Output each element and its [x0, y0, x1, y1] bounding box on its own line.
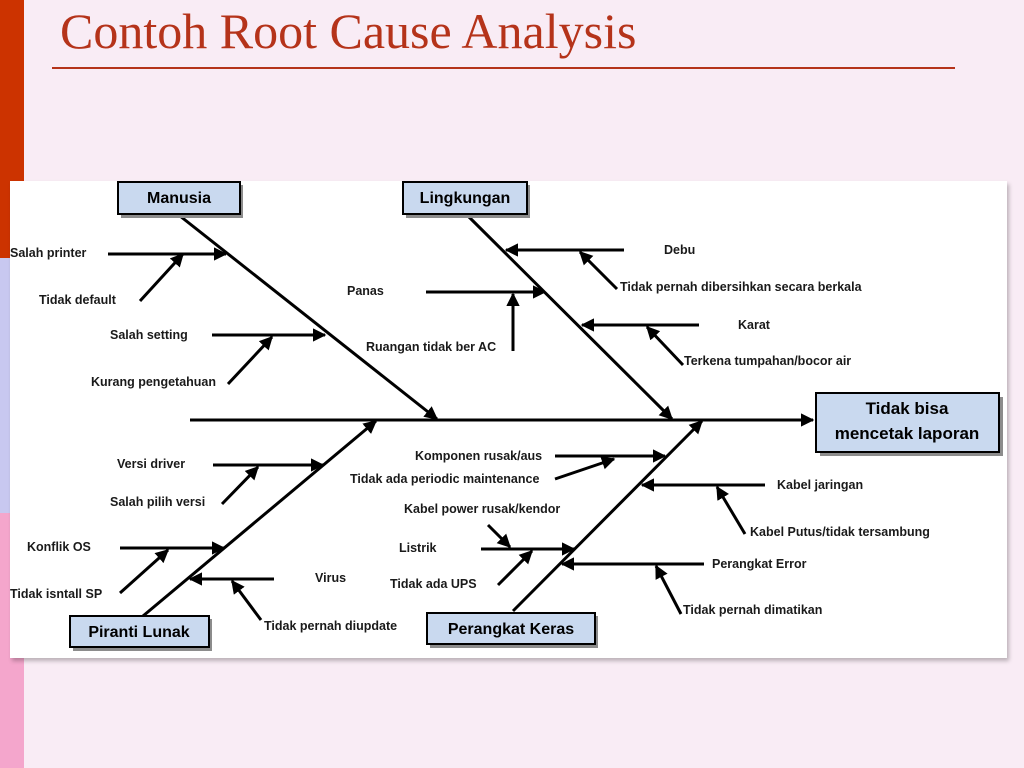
category-label-piranti-lunak: Piranti Lunak [88, 624, 189, 641]
arrow-tidak-ada-periodic [554, 456, 616, 481]
bone-manusia [179, 214, 439, 421]
cause-label-virus: Virus [315, 571, 346, 585]
fishbone-diagram: Manusia Lingkungan Piranti Lunak Perangk… [10, 181, 1003, 651]
cause-label-tidak-ada-periodic: Tidak ada periodic maintenance [350, 472, 539, 486]
category-box-piranti-lunak: Piranti Lunak [69, 615, 212, 651]
cause-label-panas: Panas [347, 284, 384, 298]
cause-label-tidak-pernah-diupdate: Tidak pernah diupdate [264, 619, 397, 633]
cause-label-tidak-pernah-dimatikan: Tidak pernah dimatikan [683, 603, 822, 617]
arrow-tidak-pernah-diupdate [230, 579, 263, 621]
cause-label-komponen-rusak: Komponen rusak/aus [415, 449, 542, 463]
cause-label-kurang-pengetahuan: Kurang pengetahuan [91, 375, 216, 389]
cause-label-kabel-power: Kabel power rusak/kendor [404, 502, 560, 516]
category-box-perangkat-keras: Perangkat Keras [426, 612, 598, 648]
cause-label-tidak-isntall-sp: Tidak isntall SP [10, 587, 102, 601]
category-label-perangkat-keras: Perangkat Keras [448, 621, 574, 638]
bone-perangkat-keras [511, 419, 704, 613]
cause-label-perangkat-error: Perangkat Error [712, 557, 807, 571]
fishbone-diagram-panel: Manusia Lingkungan Piranti Lunak Perangk… [10, 181, 1007, 658]
effect-label-line2: mencetak laporan [835, 424, 980, 443]
cause-label-terkena-tumpahan: Terkena tumpahan/bocor air [684, 354, 851, 368]
cause-label-tidak-default: Tidak default [39, 293, 117, 307]
cause-label-salah-printer: Salah printer [10, 246, 87, 260]
bone-lingkungan [466, 214, 674, 421]
cause-label-tidak-pernah-dibersihkan: Tidak pernah dibersihkan secara berkala [620, 280, 863, 294]
title-underline [52, 67, 955, 69]
cause-label-debu: Debu [664, 243, 695, 257]
category-label-manusia: Manusia [147, 190, 211, 207]
arrow-terkena-tumpahan [645, 325, 685, 367]
effect-box: Tidak bisa mencetak laporan [815, 392, 1003, 456]
category-label-lingkungan: Lingkungan [420, 190, 511, 207]
cause-label-kabel-putus: Kabel Putus/tidak tersambung [750, 525, 930, 539]
cause-label-salah-pilih-versi: Salah pilih versi [110, 495, 205, 509]
cause-label-karat: Karat [738, 318, 771, 332]
cause-label-listrik: Listrik [399, 541, 437, 555]
cause-label-ruangan-tidak-ber-ac: Ruangan tidak ber AC [366, 340, 496, 354]
category-box-lingkungan: Lingkungan [402, 181, 530, 218]
arrow-salah-pilih-versi [220, 465, 260, 506]
category-box-manusia: Manusia [117, 181, 243, 218]
arrow-kabel-power [486, 523, 512, 549]
arrow-kurang-pengetahuan [226, 335, 274, 386]
effect-label-line1: Tidak bisa [866, 399, 949, 418]
arrow-kabel-putus [715, 485, 747, 535]
arrow-tidak-ada-ups [496, 549, 534, 587]
arrow-tidak-isntall-sp [118, 548, 170, 595]
slide-title: Contoh Root Cause Analysis [60, 3, 637, 59]
arrow-tidak-pernah-dibersihkan [578, 250, 619, 291]
arrow-tidak-pernah-dimatikan [654, 564, 683, 615]
cause-label-konflik-os: Konflik OS [27, 540, 91, 554]
cause-label-versi-driver: Versi driver [117, 457, 185, 471]
cause-label-kabel-jaringan: Kabel jaringan [777, 478, 863, 492]
cause-label-salah-setting: Salah setting [110, 328, 188, 342]
bone-piranti-lunak [142, 419, 378, 618]
arrow-tidak-default [138, 252, 185, 303]
cause-label-tidak-ada-ups: Tidak ada UPS [390, 577, 477, 591]
